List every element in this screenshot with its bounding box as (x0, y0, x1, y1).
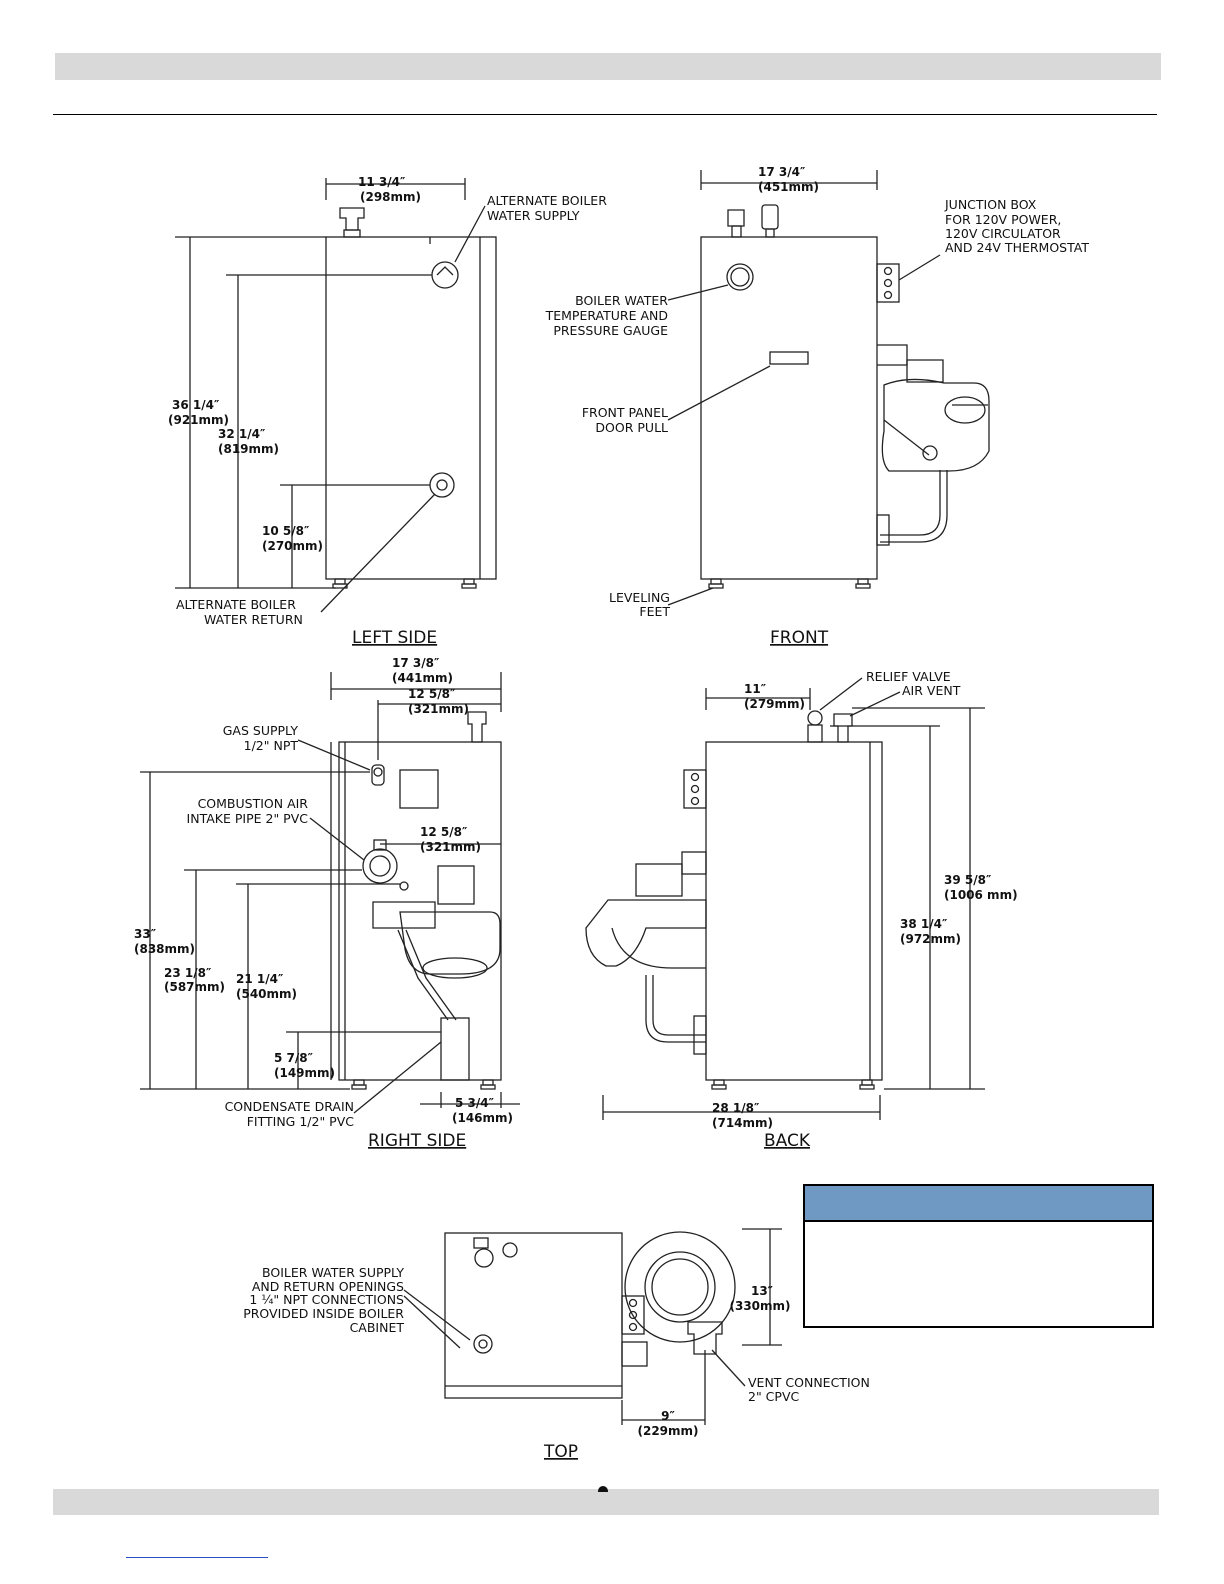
view-title-left-side: LEFT SIDE (352, 628, 437, 648)
back-width-dim: 28 1/8″ (712, 1101, 760, 1115)
right-side-view (140, 672, 520, 1114)
back-cabinet (705, 741, 883, 1081)
view-title-right-side: RIGHT SIDE (368, 1131, 466, 1151)
left-cabinet (325, 236, 497, 580)
air-label-1: COMBUSTION AIR (198, 796, 309, 811)
relief-label: RELIEF VALVE (866, 669, 951, 684)
view-title-top: TOP (543, 1442, 578, 1462)
front-cabinet (700, 236, 878, 580)
left-height-supply: 32 1/4″ (218, 427, 266, 441)
top-depth-mm: (330mm) (729, 1299, 790, 1313)
junction-label-3: 120V CIRCULATOR (945, 226, 1061, 241)
left-supply-label-1: ALTERNATE BOILER (487, 193, 607, 208)
header-band (55, 53, 1161, 80)
airvent-label: AIR VENT (902, 683, 961, 698)
info-panel (803, 1184, 1154, 1328)
gas-label-2: 1/2" NPT (244, 738, 299, 753)
left-side-view (175, 178, 497, 613)
door-label-2: DOOR PULL (595, 420, 668, 435)
footer-band (53, 1489, 1159, 1515)
back-width-mm: (714mm) (712, 1116, 773, 1130)
back-offset-dim: 11″ (744, 682, 767, 696)
left-height-return-mm: (270mm) (262, 539, 323, 553)
top-vent-mm: (229mm) (637, 1424, 698, 1438)
drain-label-2: FITTING 1/2" PVC (247, 1114, 355, 1129)
back-h38-mm: (972mm) (900, 932, 961, 946)
right-h5: 5 7/8″ (274, 1051, 314, 1065)
junction-label-1: JUNCTION BOX (944, 197, 1037, 212)
feet-label-1: LEVELING (609, 590, 670, 605)
openings-label-1: BOILER WATER SUPPLY (262, 1265, 404, 1280)
left-width-mm: (298mm) (360, 190, 421, 204)
drain-label-1: CONDENSATE DRAIN (225, 1099, 354, 1114)
drain-dim: 5 3/4″ (455, 1096, 495, 1110)
front-width-dim: 17 3/4″ (758, 165, 806, 179)
top-depth-dim: 13″ (751, 1284, 774, 1298)
back-view (585, 677, 985, 1120)
front-width-mm: (451mm) (758, 180, 819, 194)
right-offset-dim: 12 5/8″ (408, 687, 456, 701)
left-return-label-2: WATER RETURN (204, 612, 303, 627)
intake-mm: (321mm) (420, 840, 481, 854)
page-number-mark (598, 1486, 608, 1492)
right-cabinet (338, 741, 502, 1081)
openings-label-3: 1 ¼" NPT CONNECTIONS (249, 1292, 404, 1307)
gas-label-1: GAS SUPPLY (223, 723, 299, 738)
right-h5-mm: (149mm) (274, 1066, 335, 1080)
right-width-mm: (441mm) (392, 671, 453, 685)
intake-dim: 12 5/8″ (420, 825, 468, 839)
openings-label-4: PROVIDED INSIDE BOILER (243, 1306, 404, 1321)
header-rule (53, 114, 1157, 115)
openings-label-5: CABINET (350, 1320, 405, 1335)
right-h21-mm: (540mm) (236, 987, 297, 1001)
right-h33: 33″ (134, 927, 157, 941)
back-h38: 38 1/4″ (900, 917, 948, 931)
left-supply-label-2: WATER SUPPLY (487, 208, 580, 223)
back-h39-mm: (1006 mm) (944, 888, 1018, 902)
top-view (403, 1228, 782, 1425)
air-label-2: INTAKE PIPE 2" PVC (187, 811, 309, 826)
door-label-1: FRONT PANEL (582, 405, 668, 420)
back-h39: 39 5/8″ (944, 873, 992, 887)
vent-label-1: VENT CONNECTION (748, 1375, 870, 1390)
left-height-supply-mm: (819mm) (218, 442, 279, 456)
gauge-label-1: BOILER WATER (575, 293, 668, 308)
left-width-dim: 11 3/4″ (358, 175, 406, 189)
back-offset-mm: (279mm) (744, 697, 805, 711)
left-height-return: 10 5/8″ (262, 524, 310, 538)
view-title-back: BACK (764, 1131, 811, 1151)
right-h33-mm: (838mm) (134, 942, 195, 956)
left-return-label-1: ALTERNATE BOILER (176, 597, 296, 612)
junction-label-2: FOR 120V POWER, (945, 212, 1061, 227)
right-h23-mm: (587mm) (164, 980, 225, 994)
gauge-label-3: PRESSURE GAUGE (553, 323, 668, 338)
right-width-dim: 17 3/8″ (392, 656, 440, 670)
right-h23: 23 1/8″ (164, 966, 212, 980)
top-vent-dim: 9″ (661, 1409, 675, 1423)
info-panel-header (805, 1186, 1152, 1222)
left-height-overall: 36 1/4″ (172, 398, 220, 412)
drain-mm: (146mm) (452, 1111, 513, 1125)
right-h21: 21 1/4″ (236, 972, 284, 986)
front-view (667, 170, 990, 606)
left-height-overall-mm: (921mm) (168, 413, 229, 427)
gauge-label-2: TEMPERATURE AND (545, 308, 668, 323)
openings-label-2: AND RETURN OPENINGS (252, 1279, 404, 1294)
footer-link-underline[interactable] (126, 1557, 268, 1558)
top-cabinet (444, 1232, 623, 1399)
junction-label-4: AND 24V THERMOSTAT (945, 240, 1089, 255)
view-title-front: FRONT (770, 628, 829, 648)
feet-label-2: FEET (639, 604, 670, 619)
right-offset-mm: (321mm) (408, 702, 469, 716)
vent-label-2: 2" CPVC (748, 1389, 799, 1404)
